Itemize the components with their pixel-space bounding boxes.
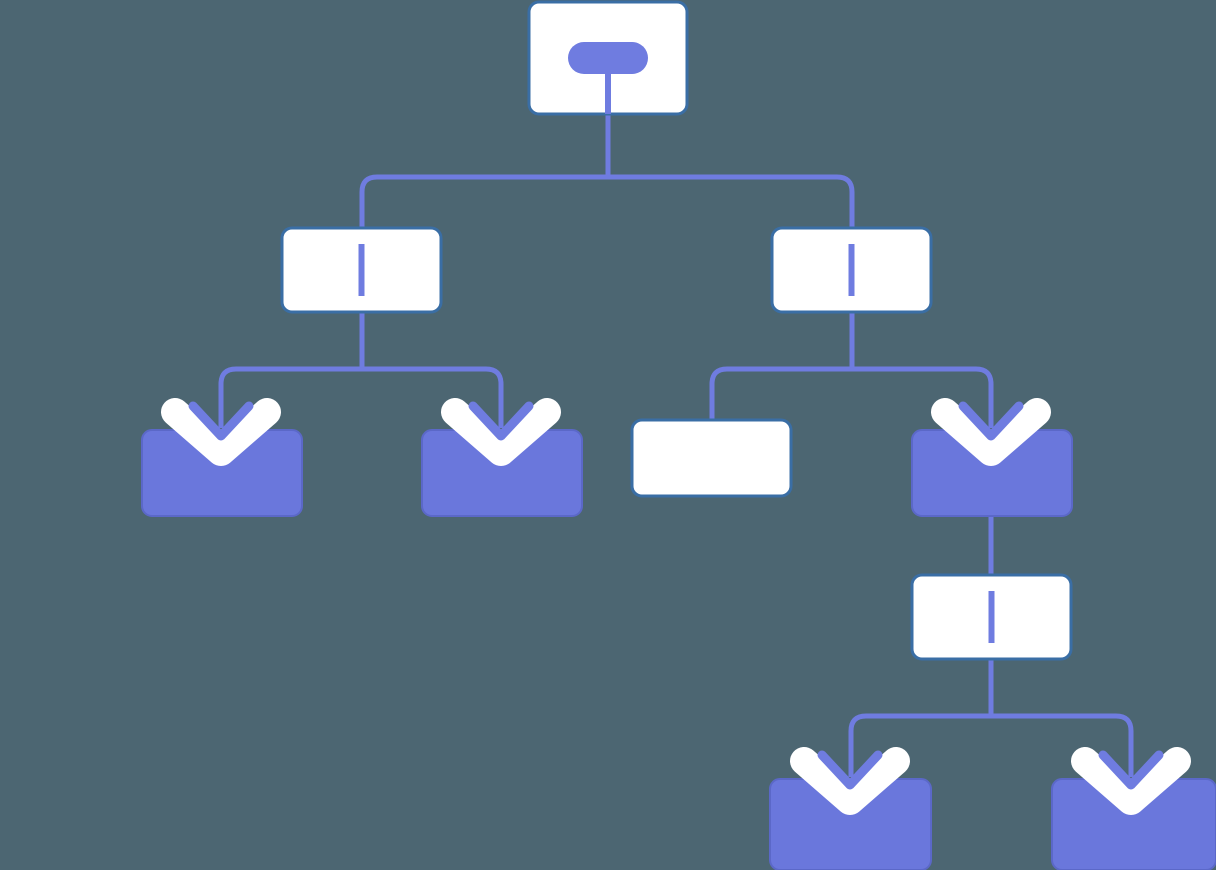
arrowhead-purple-tip bbox=[817, 750, 883, 790]
connector-right-branch-to-deep-node bbox=[852, 366, 994, 428]
connector-left-branch-to-leaf-1 bbox=[218, 366, 362, 428]
connector-layer bbox=[218, 114, 1134, 777]
arrowhead-purple-tip bbox=[958, 401, 1024, 441]
connector-left-branch-to-leaf-2 bbox=[362, 366, 504, 428]
arrowhead-icon bbox=[161, 398, 281, 466]
branch-node-right[interactable] bbox=[770, 226, 933, 314]
root-pill-shape bbox=[568, 42, 648, 74]
branch-node-left[interactable] bbox=[280, 226, 443, 314]
arrowhead-white-chevron bbox=[441, 398, 561, 466]
branch-node-lower[interactable] bbox=[910, 573, 1073, 661]
plain-node-3[interactable] bbox=[630, 418, 793, 498]
arrowhead-white-chevron bbox=[1071, 747, 1191, 815]
arrowhead-purple-tip bbox=[1098, 750, 1164, 790]
connector-right-branch-to-plain-node bbox=[709, 366, 852, 420]
plain-node-3-shape[interactable] bbox=[630, 418, 793, 498]
connector-lower-branch-to-leaf-5 bbox=[991, 713, 1134, 777]
arrowhead-purple-tip bbox=[468, 401, 534, 441]
branch-node-lower-through-line bbox=[988, 591, 995, 643]
arrowhead-white-chevron bbox=[931, 398, 1051, 466]
root-pill-stem bbox=[605, 72, 611, 114]
arrowhead-icon bbox=[441, 398, 561, 466]
connector-lower-branch-to-leaf-4 bbox=[848, 713, 991, 777]
arrowhead-icon bbox=[1071, 747, 1191, 815]
arrowhead-purple-tip bbox=[188, 401, 254, 441]
connector-root-to-left-branch bbox=[359, 174, 608, 228]
root-node[interactable] bbox=[527, 0, 689, 116]
arrowhead-icon bbox=[790, 747, 910, 815]
connector-root-to-right-branch bbox=[608, 174, 855, 228]
arrowhead-white-chevron bbox=[161, 398, 281, 466]
node-layer bbox=[141, 0, 1216, 870]
arrowhead-white-chevron bbox=[790, 747, 910, 815]
branch-node-left-through-line bbox=[358, 244, 365, 296]
arrowhead-layer bbox=[161, 398, 1191, 815]
branch-node-right-through-line bbox=[848, 244, 855, 296]
arrowhead-icon bbox=[931, 398, 1051, 466]
